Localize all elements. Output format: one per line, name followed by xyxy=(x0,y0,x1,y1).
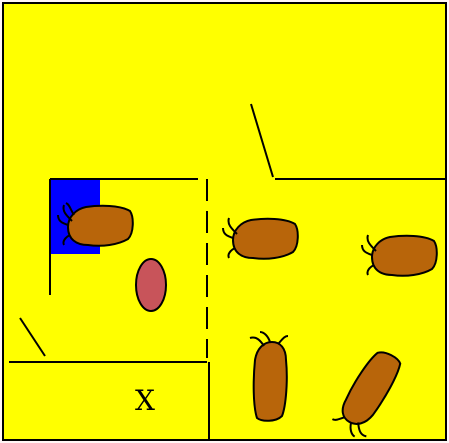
red-oval xyxy=(136,259,166,311)
exit-marker-label: X xyxy=(135,384,155,417)
